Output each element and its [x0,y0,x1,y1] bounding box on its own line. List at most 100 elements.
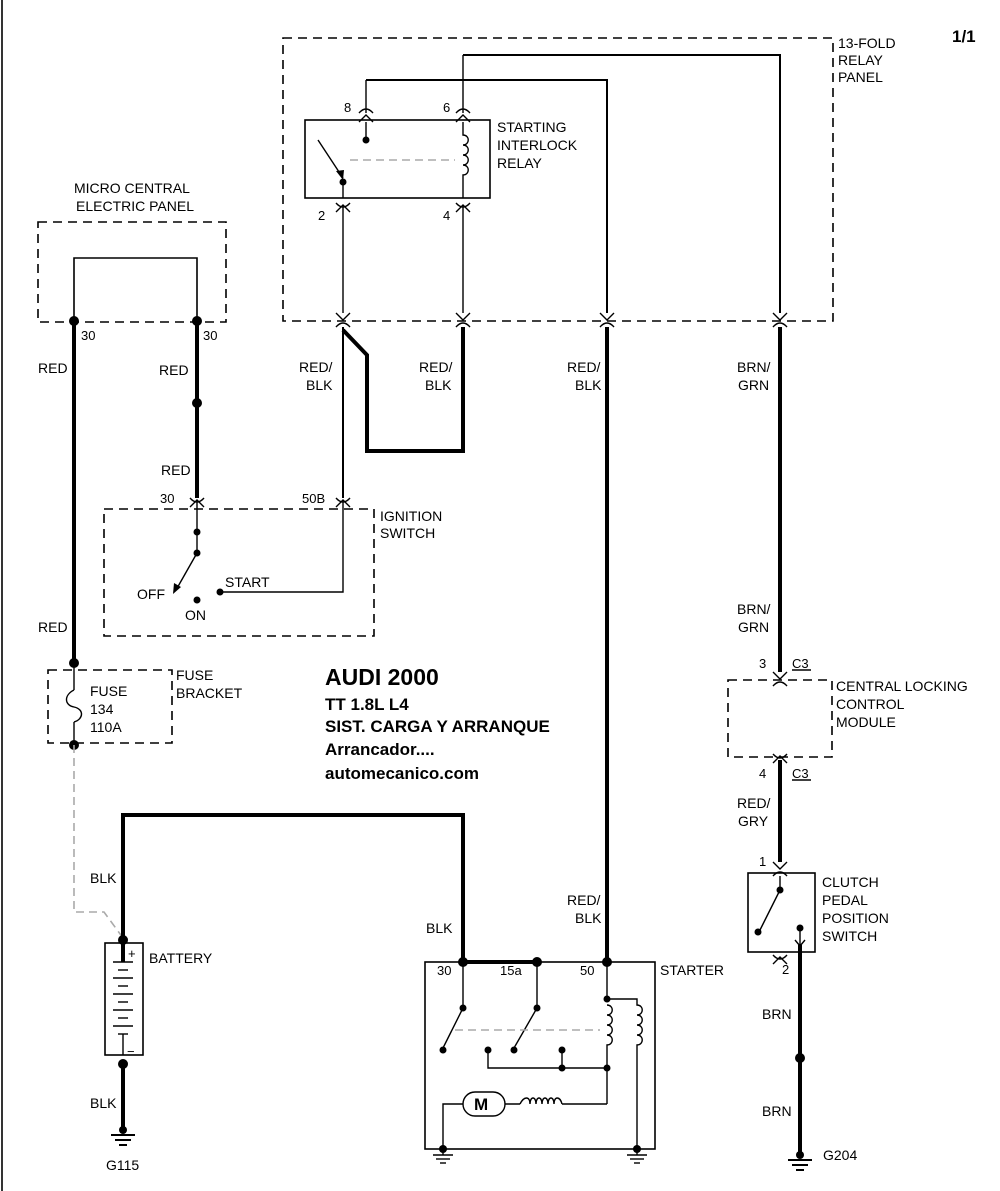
battery-cells [113,943,133,1055]
battery-plus: + [128,946,136,961]
micro-panel-label-1: MICRO CENTRAL [74,180,190,196]
fuse-bracket-label-1: FUSE [176,667,213,683]
panel-connector-a [335,312,351,328]
wire-label-brngrn-2a: BRN/ [737,601,771,617]
fuse-bracket-label-2: BRACKET [176,685,243,701]
starter-pin-15a: 15a [500,963,522,978]
relay-pin-6: 6 [443,100,450,115]
wire-label-red-3: RED [161,462,191,478]
battery-label: BATTERY [149,950,213,966]
switch-pos-off: OFF [137,586,165,602]
fuse-label-2: 134 [90,701,114,717]
panel-pin-30-right: 30 [203,328,217,343]
wire-label-blk-3: BLK [90,1095,117,1111]
starter-pin-50: 50 [580,963,594,978]
starter-internal-wire-a [487,1050,607,1069]
wire-label-brngrn-1a: BRN/ [737,359,771,375]
relay-panel-label-2: RELAY [838,52,884,68]
clutch-switch-arm [759,889,781,931]
switch-pos-on: ON [185,607,206,623]
starter-hold-coil [607,998,643,1149]
title-line-5: automecanico.com [325,764,479,783]
panel-connector-c [599,312,615,328]
starter-motor-symbol [462,1091,506,1117]
locking-label-3: MODULE [836,714,896,730]
interlock-relay-box [304,119,491,199]
fuse-bracket-box [47,669,173,744]
wire-label-redblk-1a: RED/ [299,359,333,375]
relay-contact [362,136,370,144]
clutch-connector-1 [772,861,788,877]
wire-label-blk-2: BLK [426,920,453,936]
interlock-relay-label-1: STARTING [497,119,567,135]
starter-pin-30: 30 [437,963,451,978]
relay-pin-4: 4 [443,208,450,223]
wire-label-red-4: RED [38,619,68,635]
starter-motor-wire [442,1103,607,1149]
wire-label-blk-1: BLK [90,870,117,886]
starter-switch-2 [513,1007,538,1049]
wire-redblk-loop [341,327,465,453]
relay-panel-label-1: 13-FOLD [838,35,896,51]
micro-panel-bus [73,257,198,321]
panel-pin-30-left: 30 [81,328,95,343]
wire-label-redblk-4b: BLK [575,910,602,926]
clutch-switch-box [747,872,816,953]
clutch-connector-2 [772,954,788,965]
locking-module-box [727,679,833,758]
starter-pull-coil [606,1004,613,1104]
locking-label-2: CONTROL [836,696,905,712]
splice-dot [192,398,202,408]
ign-pin-30: 30 [160,491,174,506]
ignition-label-2: SWITCH [380,525,435,541]
fuse-label-1: FUSE [90,683,127,699]
wire-label-redblk-2b: BLK [425,377,452,393]
starter-field-winding [519,1097,563,1105]
relay-coil [462,122,469,198]
wire-blk-battery-to-starter [121,813,465,962]
locking-label-1: CENTRAL LOCKING [836,678,968,694]
title-line-3: SIST. CARGA Y ARRANQUE [325,717,550,736]
wire-label-redblk-2a: RED/ [419,359,453,375]
wire-relay6-to-locking [463,54,781,313]
ign-pin-50b: 50B [302,491,325,506]
ground-symbol-g204 [788,1159,812,1171]
locking-conn-c3-top: C3 [792,656,809,671]
wire-label-redblk-1b: BLK [306,377,333,393]
clutch-label-3: POSITION [822,910,889,926]
ground-symbol-starter-left [433,1149,453,1164]
wire-start-to-50b [220,502,344,593]
relay-connector-8 [358,80,374,123]
starter-motor-label: M [474,1095,488,1114]
battery-symbol [104,942,144,1056]
wire-label-red-1: RED [38,360,68,376]
wire-label-redgry-b: GRY [738,813,769,829]
locking-pin-4: 4 [759,766,766,781]
locking-conn-c3-bottom: C3 [792,766,809,781]
ground-label-g115: G115 [106,1157,139,1173]
locking-pin-3: 3 [759,656,766,671]
wire-label-brngrn-2b: GRN [738,619,769,635]
ignition-switch-box [103,508,375,637]
battery-minus: − [127,1044,135,1059]
relay-connector-6 [455,55,471,123]
panel-connector-b [455,312,471,328]
clutch-label-1: CLUTCH [822,874,879,890]
clutch-pin-1: 1 [759,854,766,869]
page-number: 1/1 [952,27,976,46]
clutch-label-4: SWITCH [822,928,877,944]
title-line-2: TT 1.8L L4 [325,695,409,714]
panel-connector-d [772,312,788,328]
wire-label-brn-1: BRN [762,1006,792,1022]
fuse-label-3: 110A [90,719,122,735]
starter-label: STARTER [660,962,724,978]
locking-connector-3 [772,671,788,687]
wire-label-redblk-4a: RED/ [567,892,601,908]
wire-fuse-to-battery [73,745,124,939]
starter-box [424,961,656,1150]
clutch-pin-2: 2 [782,962,789,977]
wire-label-redgry-a: RED/ [737,795,771,811]
wire-label-brn-2: BRN [762,1103,792,1119]
wire-relay8-to-starter [366,79,608,313]
micro-panel-box [37,221,227,323]
